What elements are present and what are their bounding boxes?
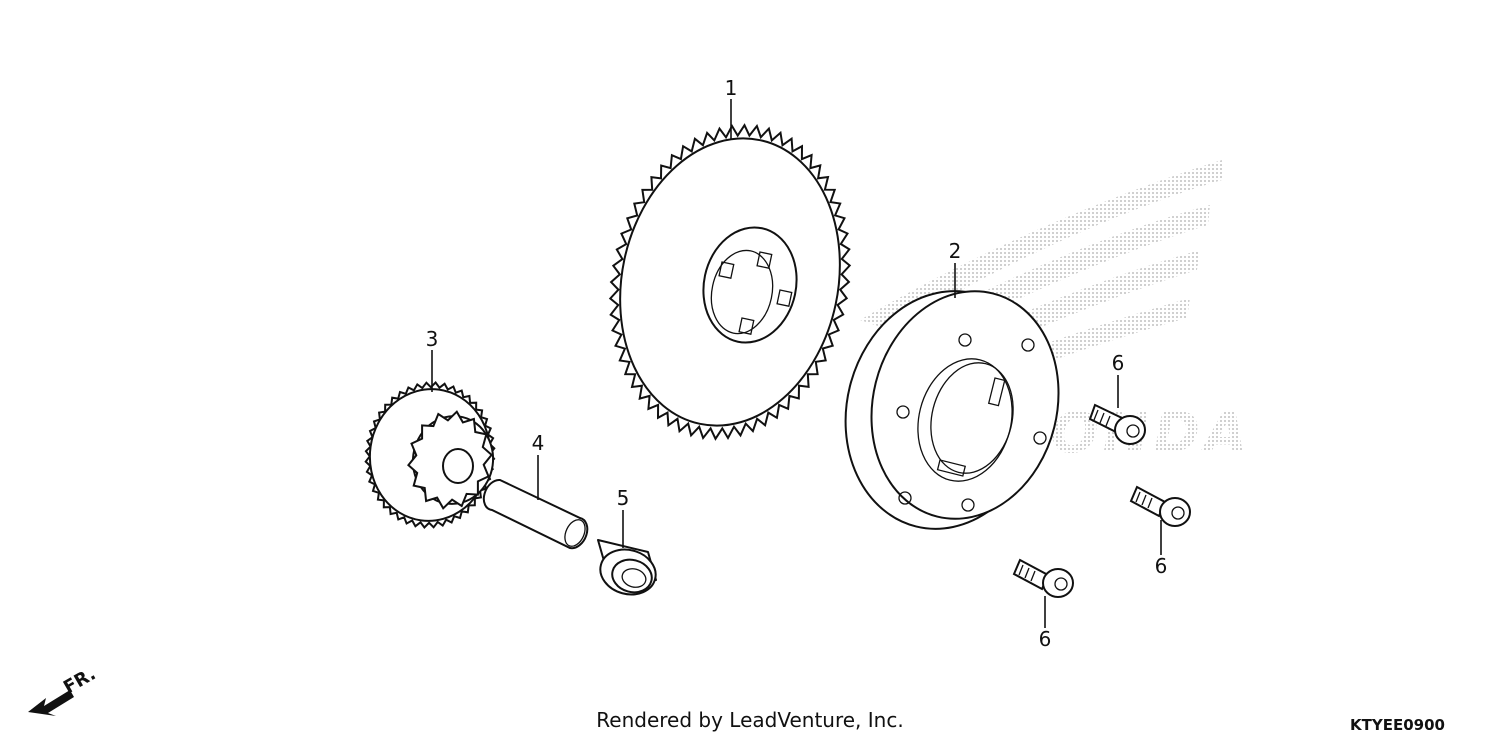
starter-driven-gear	[608, 123, 852, 441]
front-arrow-icon	[28, 690, 74, 716]
callout-4: 4	[532, 431, 545, 455]
bolt-right	[1129, 485, 1191, 527]
starter-clutch-outer	[844, 290, 1060, 530]
render-credit: Rendered by LeadVenture, Inc.	[0, 708, 1500, 732]
callout-3: 3	[426, 327, 439, 351]
reduction-gear-shaft	[482, 478, 589, 550]
render-credit-text: Rendered by LeadVenture, Inc.	[596, 708, 904, 732]
callout-6-bottom: 6	[1039, 627, 1052, 651]
bolt-bottom	[1012, 558, 1074, 598]
diagram-code: KTYEE0900	[1350, 716, 1445, 734]
callout-1: 1	[725, 76, 738, 100]
callout-6-right: 6	[1155, 554, 1168, 578]
bolt-top	[1088, 403, 1146, 445]
reduction-gear	[364, 380, 496, 530]
collar	[597, 539, 657, 596]
callout-2: 2	[949, 239, 962, 263]
callout-6-top: 6	[1112, 351, 1125, 375]
callout-5: 5	[617, 486, 630, 510]
